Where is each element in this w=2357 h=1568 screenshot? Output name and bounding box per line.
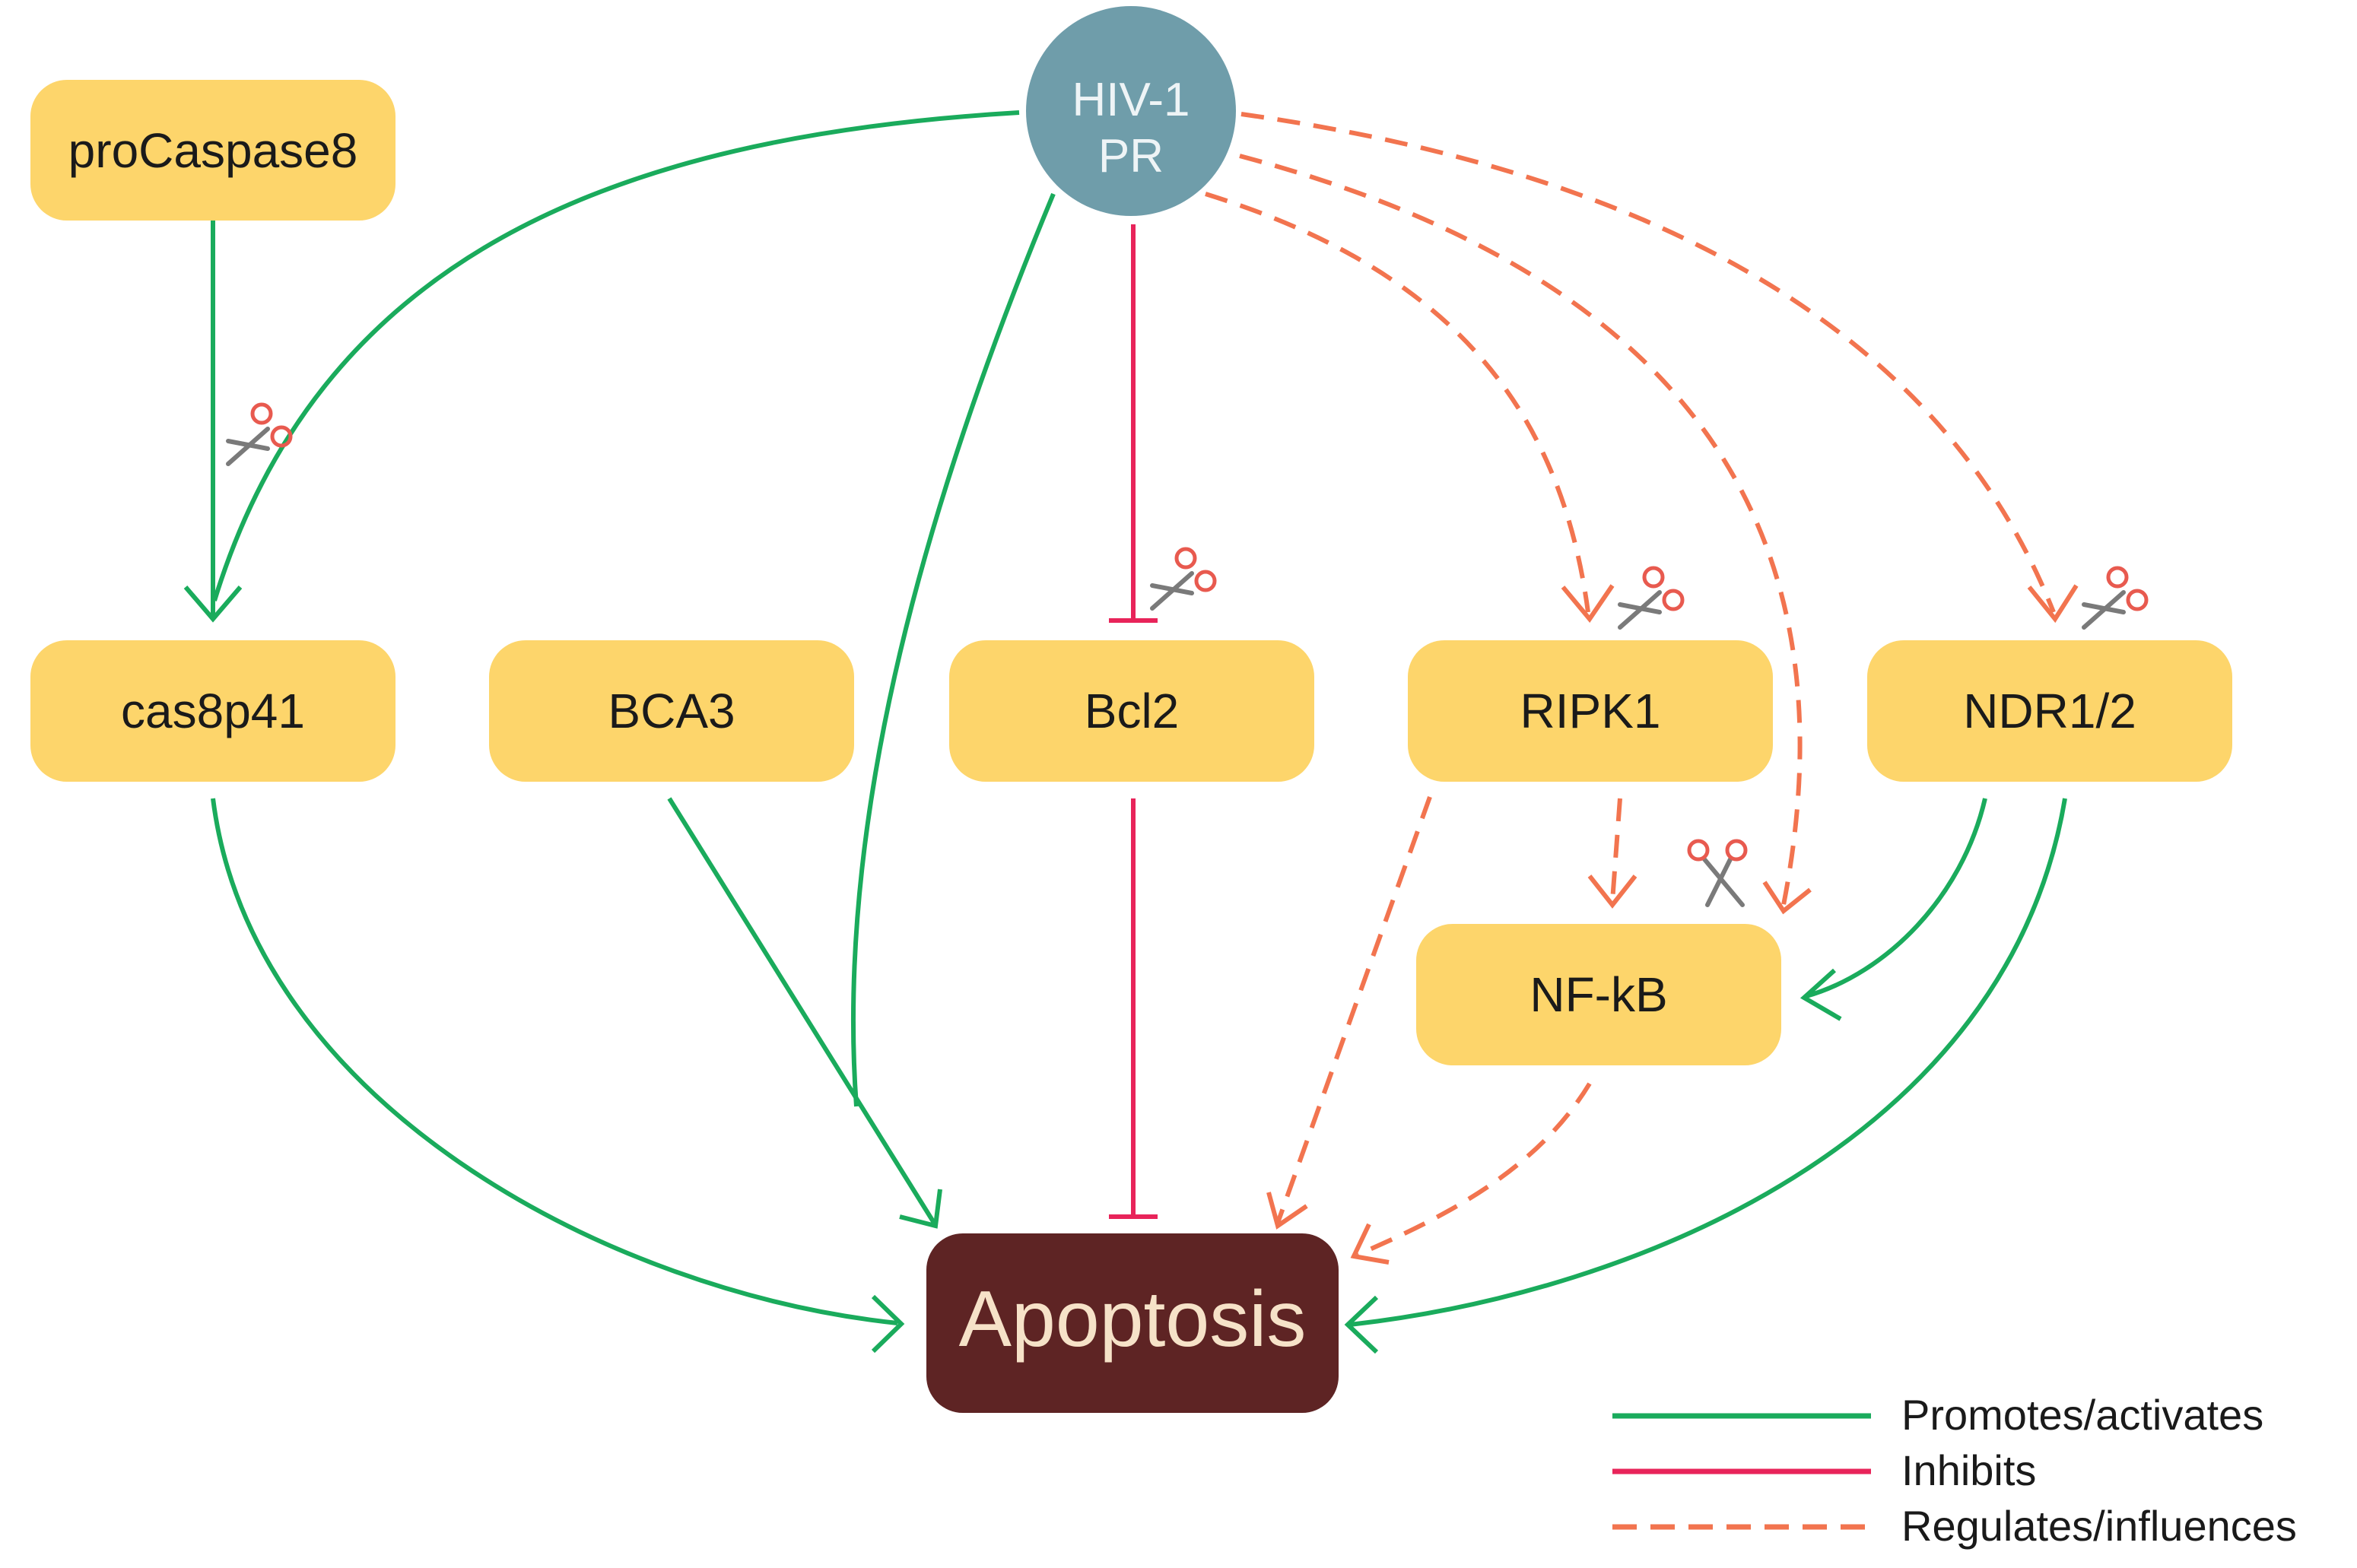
arrowhead-cas8p41-top [183,586,243,623]
edge-hiv-ripk1 [1205,192,1590,613]
hiv-label-line1: HIV-1 [1072,74,1190,126]
node-label-bca3: BCA3 [608,684,735,738]
edge-cas8p41-apoptosis [211,798,898,1325]
scissors-icon [1618,566,1685,630]
arrowhead-ripk1 [1561,584,1615,623]
legend: Promotes/activates Inhibits Regulates/in… [1612,1391,2297,1550]
node-ndr12: NDR1/2 [1867,640,2232,782]
node-procaspase8: proCaspase8 [30,80,395,221]
node-label-bcl2: Bcl2 [1085,684,1180,738]
scissors-icon [1687,839,1748,907]
edge-hiv-cas8p41 [212,110,1020,601]
node-label-nfkb: NF-kB [1530,967,1667,1022]
node-ripk1: RIPK1 [1408,640,1773,782]
arrowhead-nfkb-ndr [1800,968,1842,1021]
edge-nfkb-apoptosis [1356,1082,1592,1257]
node-cas8p41: cas8p41 [30,640,395,782]
scissors-icon [2082,566,2149,630]
edge-bca3-apoptosis [667,797,936,1224]
edge-hiv-nfkb [1239,154,1803,906]
node-label-procaspase8: proCaspase8 [68,123,358,178]
node-apoptosis: Apoptosis [926,1233,1339,1413]
arrowhead-nfkb-top [1587,874,1638,909]
edge-ripk1-nfkb [1610,798,1622,902]
node-bca3: BCA3 [489,640,854,782]
node-nfkb: NF-kB [1416,924,1781,1065]
arrowhead-apoptosis-left [871,1294,905,1354]
edge-ripk1-apoptosis [1275,795,1432,1224]
hiv-pr-node: HIV-1 PR [1026,6,1236,216]
node-label-apoptosis: Apoptosis [959,1275,1307,1363]
edge-ndr12-nfkb [1806,798,1987,998]
arrowhead-apoptosis-ripk1 [1266,1192,1308,1230]
hiv-label-line2: PR [1098,130,1164,183]
scissors-icon [226,402,293,466]
arrowhead-apoptosis-right [1344,1295,1379,1354]
arrowhead-apoptosis-top-left [899,1189,942,1229]
node-label-ripk1: RIPK1 [1520,684,1661,738]
node-label-ndr12: NDR1/2 [1963,684,2136,738]
node-bcl2: Bcl2 [949,640,1314,782]
node-label-cas8p41: cas8p41 [121,684,305,738]
scissors-icon [1150,547,1217,611]
edge-ndr12-apoptosis [1349,798,2067,1327]
edge-hiv-ndr12 [1240,112,2056,614]
legend-label-inhibits: Inhibits [1901,1446,2036,1494]
legend-label-regulates: Regulates/influences [1901,1502,2297,1550]
arrowhead-apoptosis-nfkb [1350,1223,1390,1265]
edge-hiv-apoptosis [850,192,1056,1107]
arrowhead-nfkb-right [1762,881,1812,915]
arrowhead-ndr12 [2027,584,2079,624]
legend-label-promotes: Promotes/activates [1901,1391,2263,1439]
